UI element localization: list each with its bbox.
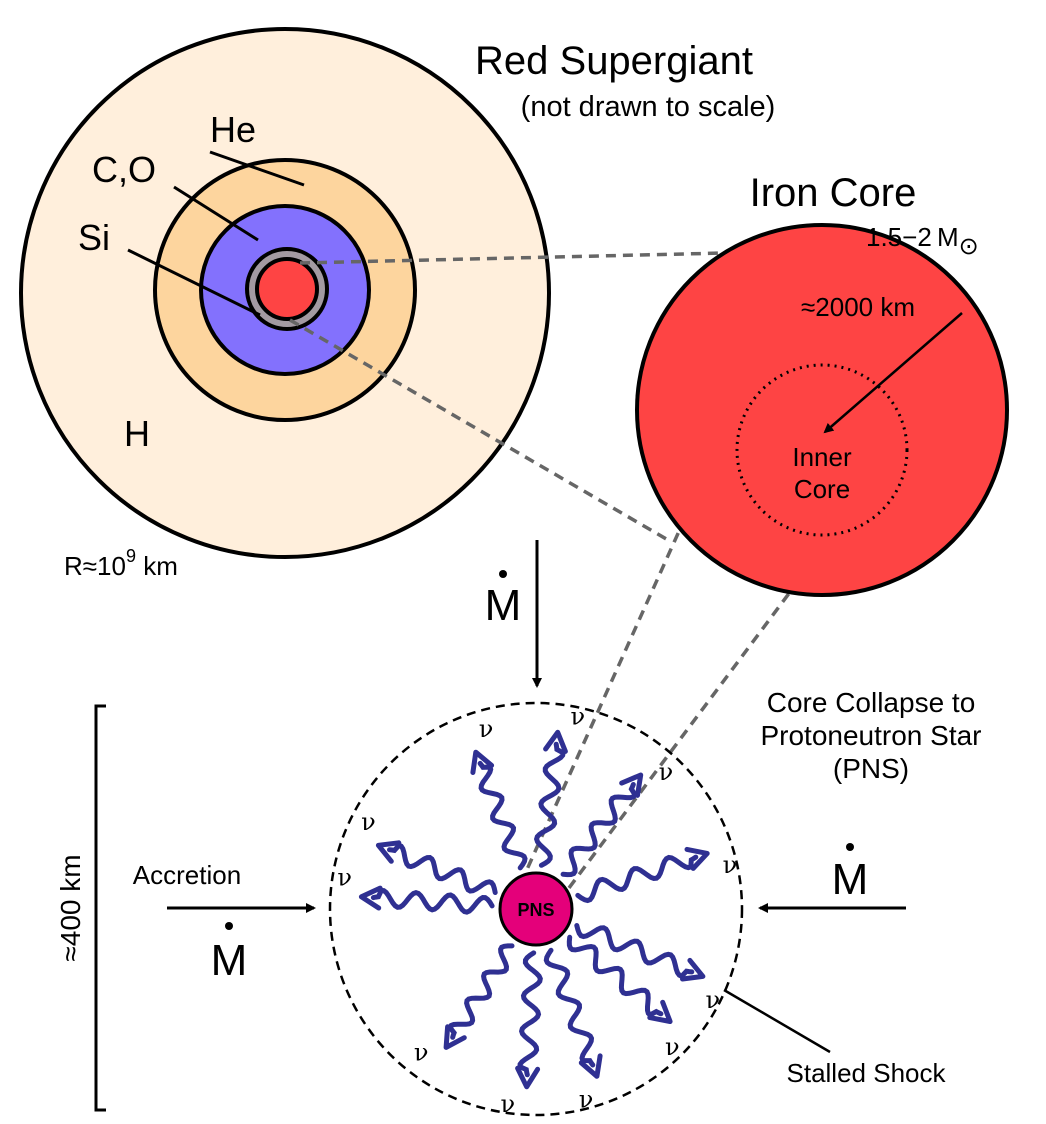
neutrino-path: [574, 923, 695, 980]
inner-core-label-line1: Inner: [792, 442, 852, 472]
neutrino-path: [566, 934, 664, 1019]
mdot-right-dot: [846, 843, 854, 851]
accretion-label: Accretion: [133, 860, 241, 890]
neutrino-label: ν: [501, 1090, 516, 1118]
size-label: ≈400 km: [55, 854, 86, 961]
neutrino-arrowhead: [680, 957, 706, 982]
neutrino-path: [517, 950, 543, 1078]
carbon-oxygen-leader-line: [173, 185, 259, 242]
neutrino-label: ν: [706, 986, 721, 1014]
iron-core-detail: Iron Core 1.5−2 M⊙ ≈2000 km Inner Core: [635, 171, 1009, 597]
neutrino-arrowhead: [470, 749, 495, 775]
neutrino-label: ν: [723, 851, 738, 879]
inner-core-label-line2: Core: [794, 474, 850, 504]
neutrino-path: [387, 842, 498, 895]
neutrino-arrowhead: [684, 846, 710, 871]
neutrino-label: ν: [579, 1085, 594, 1113]
inner-core-boundary: [735, 363, 909, 537]
mdot-left-symbol: M: [211, 936, 248, 985]
neutrino-path: [543, 947, 596, 1068]
iron-core-radius-arrow: [823, 312, 963, 434]
supergiant-radius-label: R≈109 km: [64, 546, 178, 581]
neutrino-path: [533, 741, 566, 868]
iron-core-title: Iron Core: [750, 171, 917, 215]
carbon-oxygen-label: C,O: [92, 149, 156, 190]
mdot-top-symbol: M: [485, 581, 522, 630]
neutrino-label: ν: [479, 715, 494, 743]
neutrino-label: ν: [665, 1033, 680, 1061]
mdot-left: M: [211, 922, 248, 985]
collapse-caption-line2: Protoneutron Star: [760, 720, 981, 751]
neutrino-arrowhead: [443, 1024, 467, 1050]
size-bracket: [94, 704, 106, 1112]
stalled-shock-leader-line: [723, 988, 831, 1054]
neutrino-label: ν: [659, 758, 674, 786]
pns-label: PNS: [517, 900, 554, 920]
neutrino-path: [560, 782, 639, 878]
supergiant-title: Red Supergiant: [475, 39, 753, 83]
stalled-shock-boundary: [328, 701, 744, 1117]
iron-core-mass-label: 1.5−2 M⊙: [866, 222, 979, 260]
mdot-right: M: [832, 843, 869, 904]
silicon-label: Si: [78, 217, 110, 258]
neutrino-label: ν: [337, 864, 352, 892]
stalled-shock-label: Stalled Shock: [787, 1058, 947, 1088]
pns-zoom-line-left: [518, 439, 722, 886]
helium-leader-line: [209, 150, 305, 187]
neutrino-path: [575, 854, 699, 904]
neutrino-label: ν: [414, 1039, 429, 1067]
collapse-caption-line1: Core Collapse to: [767, 687, 976, 718]
mdot-left-dot: [225, 922, 233, 930]
neutrino-arrowhead: [543, 729, 568, 754]
mdot-top: M: [485, 570, 522, 630]
silicon-leader-line: [127, 248, 261, 317]
mdot-right-symbol: M: [832, 855, 869, 904]
neutrino-label: ν: [571, 703, 586, 731]
neutrino-arrowhead: [375, 840, 402, 864]
neutrino-path: [446, 943, 515, 1040]
zoom-line-lower: [289, 318, 669, 542]
neutrino-label: ν: [361, 808, 376, 836]
iron-core-large: [635, 223, 1009, 597]
collapse-caption-line3: (PNS): [833, 753, 909, 784]
neutrino-arrowhead: [358, 885, 383, 911]
mdot-top-dot: [499, 570, 507, 578]
hydrogen-label: H: [124, 413, 150, 454]
neutrino-arrowhead: [619, 772, 644, 798]
neutrino-arrowhead: [578, 1053, 603, 1079]
iron-core-radius-label: ≈2000 km: [801, 292, 915, 322]
neutrino-path: [477, 760, 528, 871]
supergiant-subtitle: (not drawn to scale): [521, 91, 776, 123]
iron-core-small: [255, 257, 319, 321]
helium-label: He: [210, 109, 256, 150]
protoneutron-star: [498, 871, 574, 947]
neutrino-arrowhead: [647, 999, 673, 1024]
neutrino-path: [370, 887, 495, 915]
neutrino-arrowhead: [515, 1065, 541, 1090]
